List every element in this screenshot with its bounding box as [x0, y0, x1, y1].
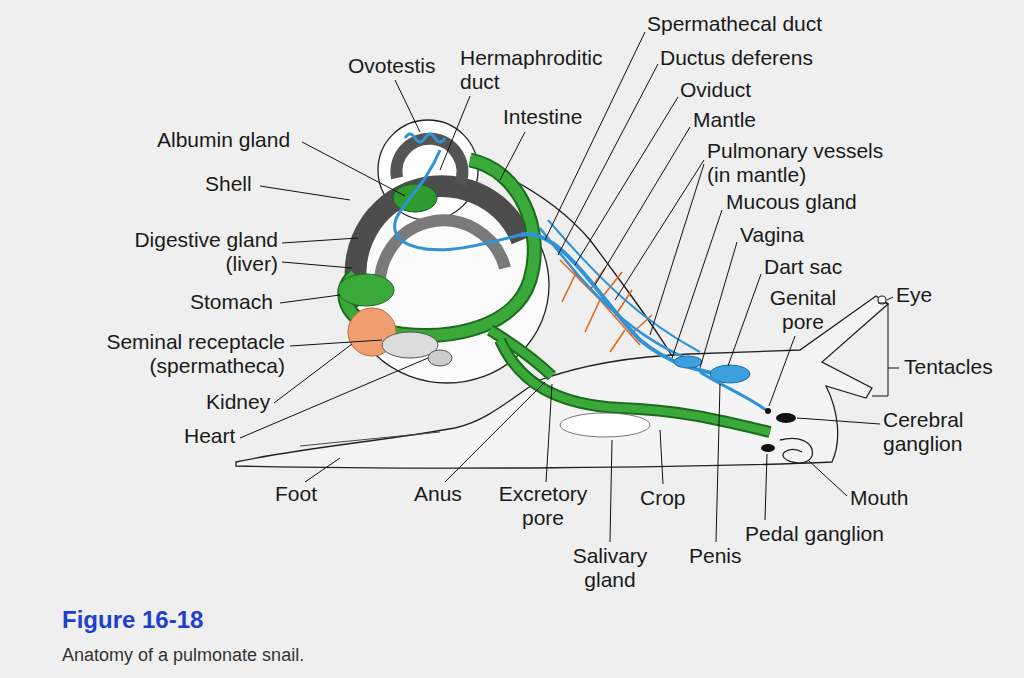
part-label: Stomach	[190, 290, 273, 314]
part-label: Cerebral ganglion	[883, 408, 983, 456]
part-label: Anus	[414, 482, 462, 506]
stomach	[338, 274, 394, 306]
part-label: Mouth	[850, 486, 908, 510]
leader-line	[615, 160, 704, 335]
reproductive-tract	[395, 150, 766, 410]
mouth-spiral	[780, 438, 813, 463]
part-label: Hermaphroditic duct	[460, 46, 625, 94]
part-label: Mucous gland	[726, 190, 857, 214]
leader-line	[716, 384, 720, 542]
leader-line	[500, 132, 525, 180]
part-label: Pulmonary vessels (in mantle)	[707, 139, 907, 187]
part-label: Genital pore	[758, 286, 848, 334]
leader-line	[558, 64, 658, 255]
part-label: Ductus deferens	[660, 46, 813, 70]
part-label: Pedal ganglion	[745, 522, 884, 546]
leader-line	[445, 382, 545, 482]
leader-line	[700, 242, 737, 368]
leader-line	[887, 297, 893, 300]
heart	[428, 350, 452, 366]
part-label: Excretory pore	[488, 482, 598, 530]
leader-line	[765, 454, 767, 520]
leader-line	[672, 210, 722, 358]
leader-line	[302, 142, 405, 196]
leader-line	[395, 80, 420, 132]
part-label: Foot	[275, 482, 317, 506]
part-label: Albumin gland	[157, 128, 290, 152]
leader-line	[305, 458, 340, 482]
leader-line	[546, 384, 552, 482]
part-label: Dart sac	[764, 255, 842, 279]
leader-lines	[240, 32, 899, 542]
foot-line	[300, 432, 440, 446]
part-label: Crop	[640, 486, 686, 510]
part-label: Mantle	[693, 108, 756, 132]
shell	[345, 120, 672, 383]
leader-line	[797, 418, 880, 424]
part-label: Spermathecal duct	[647, 12, 822, 36]
pedal-ganglion	[761, 444, 775, 452]
digestive-gland-band	[380, 220, 505, 300]
part-label: Oviduct	[680, 78, 751, 102]
leader-line	[440, 96, 470, 170]
leader-line	[260, 186, 350, 200]
figure-title: Figure 16-18	[62, 606, 203, 634]
leader-line	[769, 336, 795, 406]
digestive-gland-apex	[396, 139, 462, 184]
leader-line	[595, 127, 690, 285]
leader-line	[728, 274, 761, 366]
part-label: Digestive gland (liver)	[108, 228, 278, 276]
part-label: Heart	[184, 424, 235, 448]
part-label: Salivary gland	[560, 544, 660, 592]
part-label: Vagina	[740, 223, 804, 247]
part-label: Tentacles	[904, 355, 993, 379]
part-label: Eye	[896, 283, 932, 307]
penis	[700, 372, 766, 410]
part-label: Ovotestis	[348, 54, 436, 78]
part-label: Seminal receptacle (spermatheca)	[95, 330, 285, 378]
leader-line	[290, 340, 382, 346]
figure-caption: Anatomy of a pulmonate snail.	[62, 644, 304, 666]
part-label: Intestine	[503, 105, 582, 129]
mucous-gland	[674, 356, 702, 368]
cerebral-ganglion	[776, 413, 796, 423]
part-label: Penis	[689, 544, 742, 568]
hermaphroditic-duct	[395, 150, 520, 250]
leader-line	[610, 440, 612, 542]
part-label: Shell	[205, 172, 252, 196]
leader-line	[282, 238, 358, 268]
leader-line	[660, 430, 663, 484]
part-label: Kidney	[206, 390, 270, 414]
genital-pore	[765, 408, 771, 414]
ovotestis	[405, 134, 445, 142]
leader-line	[274, 344, 352, 403]
ductus-deferens	[540, 228, 690, 360]
leader-line	[808, 460, 847, 496]
salivary-gland	[560, 413, 650, 437]
intestine	[338, 160, 770, 432]
leader-line	[872, 303, 899, 396]
albumin-gland	[393, 184, 437, 212]
leader-line	[575, 97, 678, 265]
leader-line	[280, 295, 340, 303]
